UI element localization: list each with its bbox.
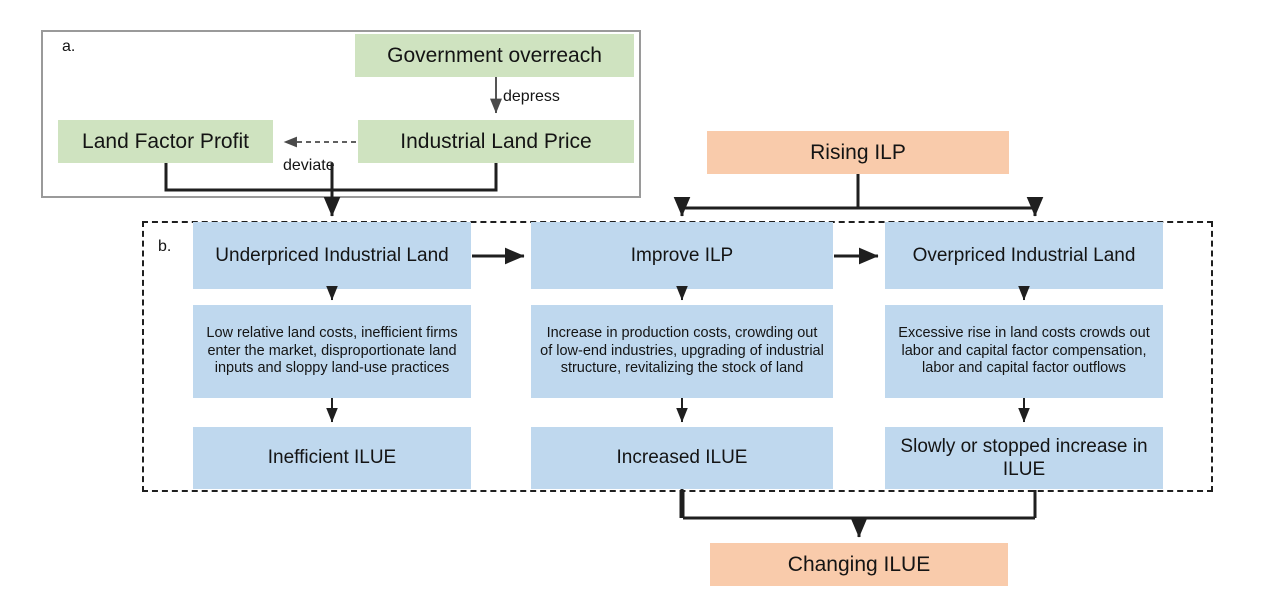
outcome-slowly-or-stopped-increase-in-ilue: Slowly or stopped increase in ILUE <box>885 427 1163 489</box>
node-improve-ilp: Improve ILP <box>531 222 833 289</box>
panel-b-label: b. <box>158 238 172 255</box>
node-government-overreach: Government overreach <box>355 34 634 77</box>
node-rising-ilp: Rising ILP <box>707 131 1009 174</box>
node-land-factor-profit: Land Factor Profit <box>58 120 273 163</box>
node-changing-ilue: Changing ILUE <box>710 543 1008 586</box>
detail-improve-ilp: Increase in production costs, crowding o… <box>531 305 833 398</box>
outcome-increased-ilue: Increased ILUE <box>531 427 833 489</box>
edge-label-depress: depress <box>503 88 560 105</box>
panel-a-label: a. <box>62 38 76 55</box>
detail-underpriced-industrial-land: Low relative land costs, inefficient fir… <box>193 305 471 398</box>
panel-a-frame <box>41 30 641 198</box>
edge-label-deviate: deviate <box>283 157 335 174</box>
wire-rising-ilp-branch <box>673 174 1044 217</box>
node-underpriced-industrial-land: Underpriced Industrial Land <box>193 222 471 289</box>
detail-overpriced-industrial-land: Excessive rise in land costs crowds out … <box>885 305 1163 398</box>
node-industrial-land-price: Industrial Land Price <box>358 120 634 163</box>
wire-outcomes-to-changing-ilue <box>679 489 1037 538</box>
outcome-inefficient-ilue: Inefficient ILUE <box>193 427 471 489</box>
node-overpriced-industrial-land: Overpriced Industrial Land <box>885 222 1163 289</box>
